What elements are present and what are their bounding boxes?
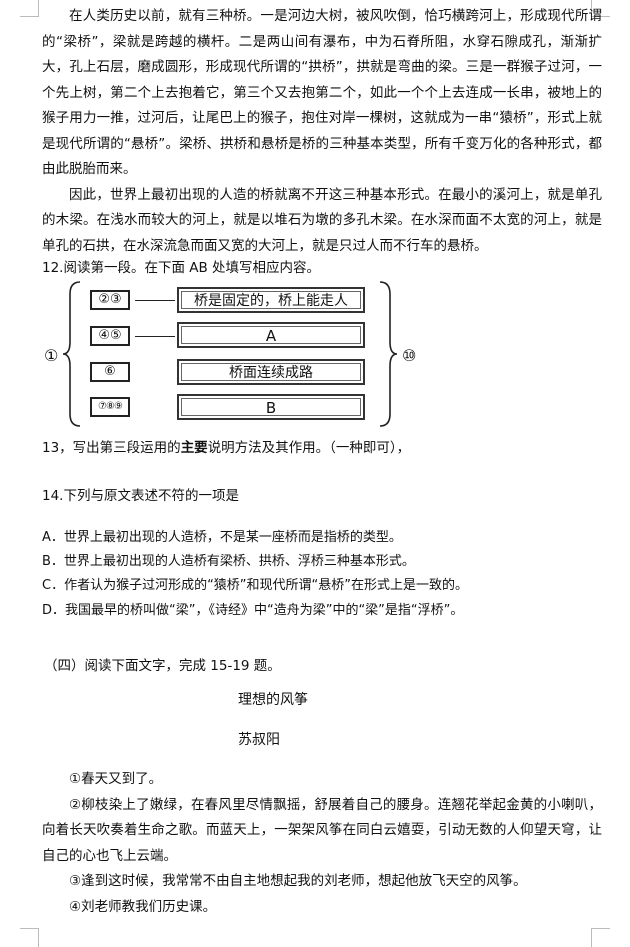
page-corner-mark bbox=[20, 928, 39, 947]
answer-box-a-label: A bbox=[181, 326, 361, 345]
article-paragraph: ③逢到这时候，我常常不由自主地想起我的刘老师，想起他放飞天空的风筝。 bbox=[69, 873, 527, 889]
article-title: 理想的风筝 bbox=[238, 692, 308, 708]
page-corner-mark bbox=[20, 0, 39, 17]
section4-heading: （四）阅读下面文字，完成 15-19 题。 bbox=[44, 658, 281, 674]
answer-box-b[interactable]: B bbox=[177, 394, 365, 420]
page-corner-mark bbox=[591, 928, 610, 947]
diagram-number-box: ②③ bbox=[90, 290, 130, 310]
diagram-answer-box: 桥是固定的，桥上能走人 bbox=[177, 287, 365, 313]
diagram-number-box: ⑦⑧⑨ bbox=[90, 397, 130, 417]
passage-part1: 在人类历史以前，就有三种桥。一是河边大树，被风吹倒，恰巧横跨河上，形成现代所谓的… bbox=[42, 4, 602, 259]
article-paragraph: ①春天又到了。 bbox=[69, 771, 163, 787]
right-brace-icon bbox=[379, 281, 398, 427]
answer-box-b-label: B bbox=[181, 398, 361, 417]
article-paragraph: ②柳枝染上了嫩绿，在春风里尽情飘摇，舒展着自己的腰身。连翘花举起金黄的小喇叭，向… bbox=[42, 796, 602, 864]
passage-paragraph: 在人类历史以前，就有三种桥。一是河边大树，被风吹倒，恰巧横跨河上，形成现代所谓的… bbox=[42, 8, 602, 177]
q12-prompt: 12.阅读第一段。在下面 AB 处填写相应内容。 bbox=[42, 260, 321, 276]
page-corner-mark bbox=[591, 0, 610, 17]
diagram-connector bbox=[135, 300, 175, 301]
diagram-number-box: ④⑤ bbox=[90, 326, 130, 346]
article-paragraph: ④刘老师教我们历史课。 bbox=[69, 898, 217, 915]
answer-box-a[interactable]: A bbox=[177, 322, 365, 348]
q14-option-a: A．世界上最初出现的人造桥，不是某一座桥而是指桥的类型。 bbox=[42, 530, 402, 545]
diagram-answer-text: 桥是固定的，桥上能走人 bbox=[181, 291, 361, 309]
diagram-answer-text: 桥面连续成路 bbox=[181, 363, 361, 381]
q13-emphasis: 主要 bbox=[180, 440, 208, 456]
left-brace-icon bbox=[62, 281, 81, 427]
diagram-number-box: ⑥ bbox=[90, 362, 130, 382]
q14-prompt: 14.下列与原文表述不符的一项是 bbox=[42, 488, 239, 504]
q14-option-c: C．作者认为猴子过河形成的“猿桥”和现代所谓“悬桥”在形式上是一致的。 bbox=[42, 578, 469, 593]
diagram-connector bbox=[135, 336, 175, 337]
passage-paragraph: 因此，世界上最初出现的人造的桥就离不开这三种基本形式。在最小的溪河上，就是单孔的… bbox=[42, 186, 602, 254]
diagram-answer-box: 桥面连续成路 bbox=[177, 359, 365, 385]
diagram-left-label: ① bbox=[44, 346, 59, 365]
q13-prompt: 13，写出第三段运用的主要说明方法及其作用。（一种即可）， bbox=[42, 438, 602, 458]
q14-option-b: B．世界上最初出现的人造桥有梁桥、拱桥、浮桥三种基本形式。 bbox=[42, 554, 415, 569]
article-body: ①春天又到了。 ②柳枝染上了嫩绿，在春风里尽情飘摇，舒展着自己的腰身。连翘花举起… bbox=[42, 767, 602, 920]
diagram-right-label: ⑩ bbox=[402, 346, 417, 365]
article-author: 苏叔阳 bbox=[238, 732, 280, 748]
q14-option-d: D．我国最早的桥叫做“梁”，《诗经》中“造舟为梁”中的“梁”是指“浮桥”。 bbox=[42, 603, 464, 618]
q13-text: 13，写出第三段运用的 bbox=[42, 440, 181, 456]
q13-text: 说明方法及其作用。（一种即可）， bbox=[207, 440, 411, 456]
bridge-structure-diagram: ① ②③ 桥是固定的，桥上能走人 ④⑤ A ⑥ 桥面连续成路 ⑦⑧⑨ B ⑩ bbox=[40, 280, 440, 430]
